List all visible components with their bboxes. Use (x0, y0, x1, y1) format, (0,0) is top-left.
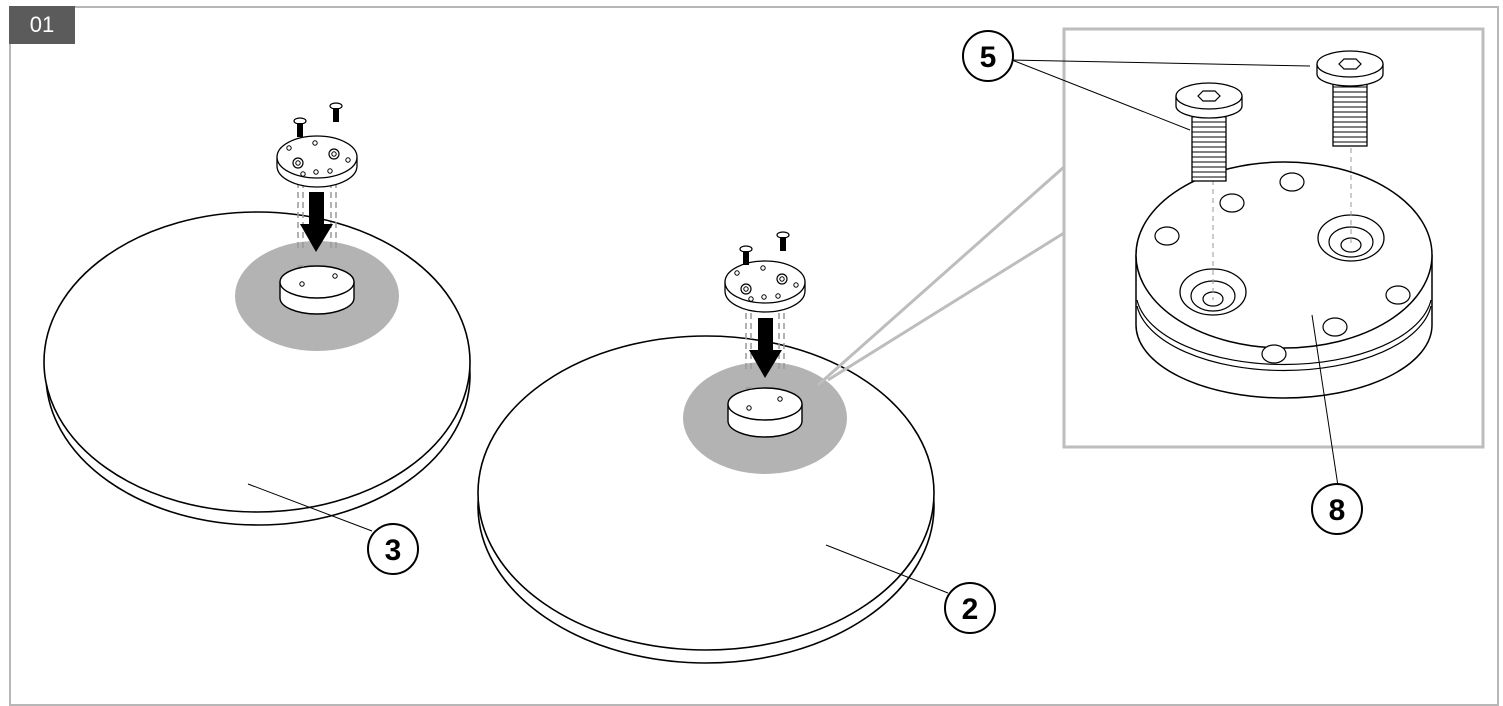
svg-text:5: 5 (980, 41, 997, 74)
leader-lines (247, 59, 1339, 594)
callout-3: 3 (367, 523, 419, 575)
svg-text:3: 3 (385, 534, 402, 567)
zoom-connector-lines (817, 165, 1065, 387)
mounting-plate-left (276, 135, 358, 188)
detail-screw-left (1175, 82, 1243, 182)
detail-screw-right (1316, 50, 1384, 147)
down-arrow-right (749, 318, 782, 378)
screw-pair-left (293, 102, 343, 137)
mount-hub-right (727, 387, 803, 438)
callout-2: 2 (944, 582, 996, 634)
guide-lines-left (297, 182, 337, 267)
mounting-plate-right (724, 260, 806, 313)
mount-hub-left (279, 265, 355, 315)
callout-5: 5 (962, 30, 1014, 82)
callout-8: 8 (1311, 483, 1363, 535)
guide-lines-right (745, 303, 785, 389)
down-arrow-left (300, 192, 333, 252)
screw-pair-right (739, 231, 790, 265)
svg-text:2: 2 (962, 593, 979, 626)
detail-mounting-plate (1135, 161, 1433, 399)
step-number-badge: 01 (9, 6, 75, 44)
svg-text:8: 8 (1329, 494, 1346, 527)
detail-guide-lines (1212, 148, 1352, 300)
